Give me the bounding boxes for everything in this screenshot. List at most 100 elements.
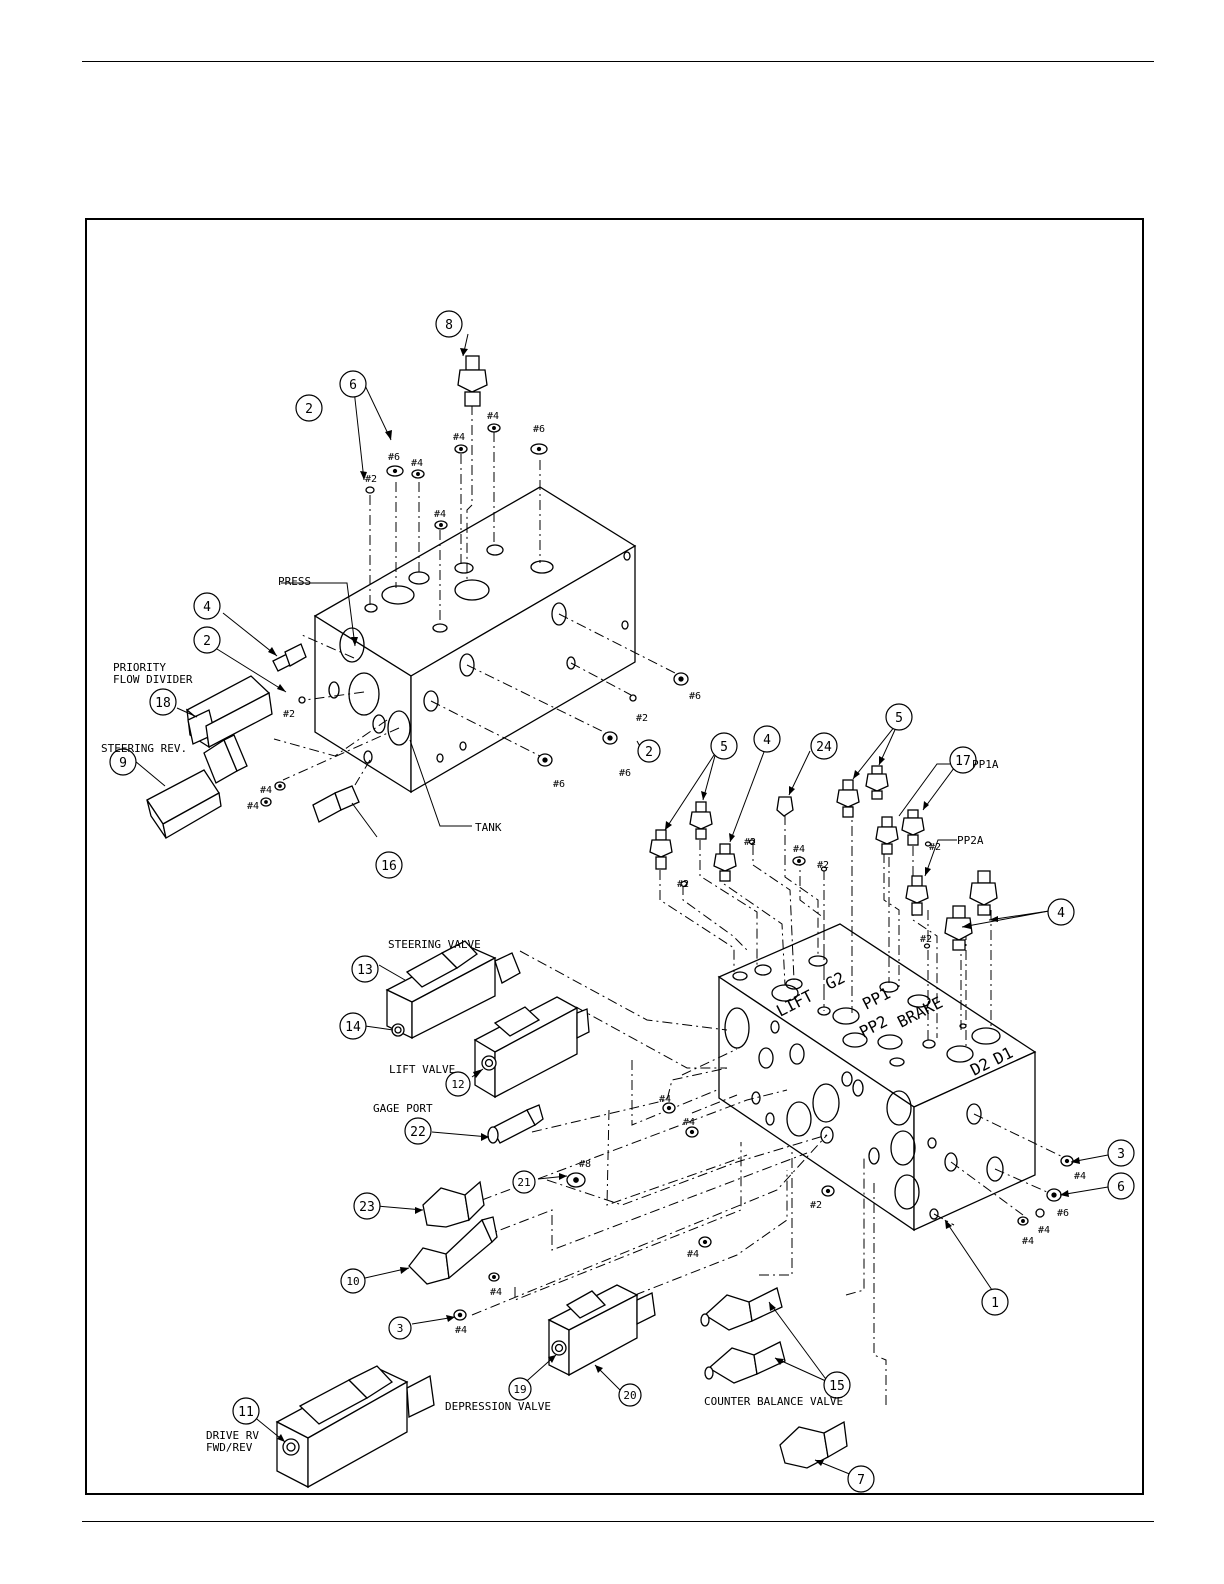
callout-5-left bbox=[710, 732, 738, 760]
callout-16 bbox=[949, 746, 977, 774]
fitting-24 bbox=[776, 796, 794, 817]
size-6-b: #6 bbox=[533, 424, 545, 435]
label-lift-valve: LIFT VALVE bbox=[389, 1063, 455, 1076]
size-4-c: #4 bbox=[487, 411, 499, 422]
callout-23 bbox=[232, 1397, 260, 1425]
fitting-5a bbox=[649, 829, 673, 870]
size-4-n: #4 bbox=[1038, 1225, 1050, 1236]
label-steering-rev: STEERING REV. bbox=[101, 742, 187, 755]
steering-valve bbox=[385, 940, 521, 1040]
size-4-a: #4 bbox=[411, 458, 423, 469]
callout-22 bbox=[353, 1192, 381, 1220]
size-6-e: #6 bbox=[553, 779, 565, 790]
size-2-a: #2 bbox=[365, 474, 377, 485]
callout-18 bbox=[508, 1377, 532, 1401]
label-pp2a: PP2A bbox=[957, 834, 984, 847]
size-2-c: #2 bbox=[283, 709, 295, 720]
size-6-f: #6 bbox=[1057, 1208, 1069, 1219]
label-steering-valve: STEERING VALVE bbox=[388, 938, 481, 951]
size-2-b: #2 bbox=[636, 713, 648, 724]
callout-6-right bbox=[1107, 1172, 1135, 1200]
callout-2-mid bbox=[637, 739, 661, 763]
callout-7-label: 7 bbox=[857, 1473, 865, 1488]
size-2-e: #2 bbox=[817, 860, 829, 871]
callout-22-label: 23 bbox=[359, 1200, 375, 1215]
callout-2-left bbox=[193, 626, 221, 654]
size-6-d: #6 bbox=[619, 768, 631, 779]
callout-2c-label: 2 bbox=[645, 745, 653, 760]
callout-11 bbox=[445, 1071, 471, 1097]
fitting-4-right-a bbox=[969, 870, 998, 916]
callout-3-left bbox=[388, 1316, 412, 1340]
fitting-4-right-b bbox=[944, 905, 973, 951]
callout-12 bbox=[351, 955, 379, 983]
callout-13-label: 14 bbox=[345, 1020, 361, 1035]
callout-16-label: 17 bbox=[955, 754, 971, 769]
callout-14-label: 15 bbox=[829, 1379, 845, 1394]
callout-9 bbox=[109, 748, 137, 776]
size-4-m: #4 bbox=[1074, 1171, 1086, 1182]
callout-4c-label: 4 bbox=[1057, 906, 1065, 921]
upper-plugs bbox=[260, 423, 689, 807]
callout-24-label: 24 bbox=[816, 740, 832, 755]
lift-valve bbox=[473, 996, 590, 1099]
cartridge-22 bbox=[422, 1180, 485, 1228]
size-4-i: #4 bbox=[683, 1117, 695, 1128]
fitting-4-upper bbox=[272, 643, 307, 672]
callout-5-right bbox=[885, 703, 913, 731]
fitting-8 bbox=[457, 355, 488, 407]
steering-rev-cartridge bbox=[146, 734, 248, 840]
label-drive-rv: DRIVE RV bbox=[206, 1429, 259, 1442]
upper-manifold-block bbox=[313, 486, 637, 794]
callout-7 bbox=[847, 1465, 875, 1493]
callout-23-label: 11 bbox=[238, 1405, 254, 1420]
priority-flow-divider bbox=[185, 675, 273, 749]
callout-6-top bbox=[339, 370, 367, 398]
callout-13 bbox=[339, 1012, 367, 1040]
size-2-g: #2 bbox=[929, 842, 941, 853]
fitting-5d bbox=[865, 765, 889, 800]
size-4-b: #4 bbox=[453, 432, 465, 443]
size-2-i: #2 bbox=[810, 1200, 822, 1211]
size-6-c: #6 bbox=[689, 691, 701, 702]
callout-15 bbox=[375, 851, 403, 879]
size-2-f: #2 bbox=[677, 879, 689, 890]
callout-19-label: 20 bbox=[623, 1389, 636, 1402]
callout-17-label: 18 bbox=[155, 696, 171, 711]
callout-4b-label: 4 bbox=[763, 733, 771, 748]
size-4-l: #4 bbox=[455, 1325, 467, 1336]
fitting-15 bbox=[312, 785, 360, 823]
cartridge-7 bbox=[779, 1420, 848, 1469]
callout-8-label: 8 bbox=[445, 318, 453, 333]
callout-6b-label: 6 bbox=[1117, 1180, 1125, 1195]
fitting-pp2a bbox=[905, 875, 929, 916]
callout-17 bbox=[149, 688, 177, 716]
callout-4-label: 4 bbox=[203, 600, 211, 615]
callout-21 bbox=[404, 1117, 432, 1145]
callout-10-label: 10 bbox=[346, 1275, 359, 1288]
size-6-a: #6 bbox=[388, 452, 400, 463]
size-4-g: #4 bbox=[793, 844, 805, 855]
label-press: PRESS bbox=[278, 575, 311, 588]
callout-8 bbox=[435, 310, 463, 338]
fitting-5c bbox=[836, 779, 860, 818]
callout-1 bbox=[981, 1288, 1009, 1316]
size-2-d: #2 bbox=[744, 837, 756, 848]
callout-4-right bbox=[1047, 898, 1075, 926]
label-counter-balance: COUNTER BALANCE VALVE bbox=[704, 1395, 843, 1408]
callout-12-label: 13 bbox=[357, 963, 373, 978]
fitting-5b bbox=[689, 801, 713, 840]
callout-15-label: 16 bbox=[381, 859, 397, 874]
label-pp1a: PP1A bbox=[972, 758, 999, 771]
header-rule bbox=[82, 61, 1154, 62]
callout-21-label: 22 bbox=[410, 1125, 426, 1140]
lower-fittings bbox=[649, 765, 998, 951]
size-4-h: #4 bbox=[659, 1094, 671, 1105]
callout-24 bbox=[810, 732, 838, 760]
callout-3-right bbox=[1107, 1139, 1135, 1167]
size-4-k: #4 bbox=[490, 1287, 502, 1298]
cartridge-10 bbox=[408, 1216, 498, 1285]
callout-4-mid bbox=[753, 725, 781, 753]
label-priority: PRIORITY bbox=[113, 661, 166, 674]
callout-1-label: 1 bbox=[991, 1296, 999, 1311]
